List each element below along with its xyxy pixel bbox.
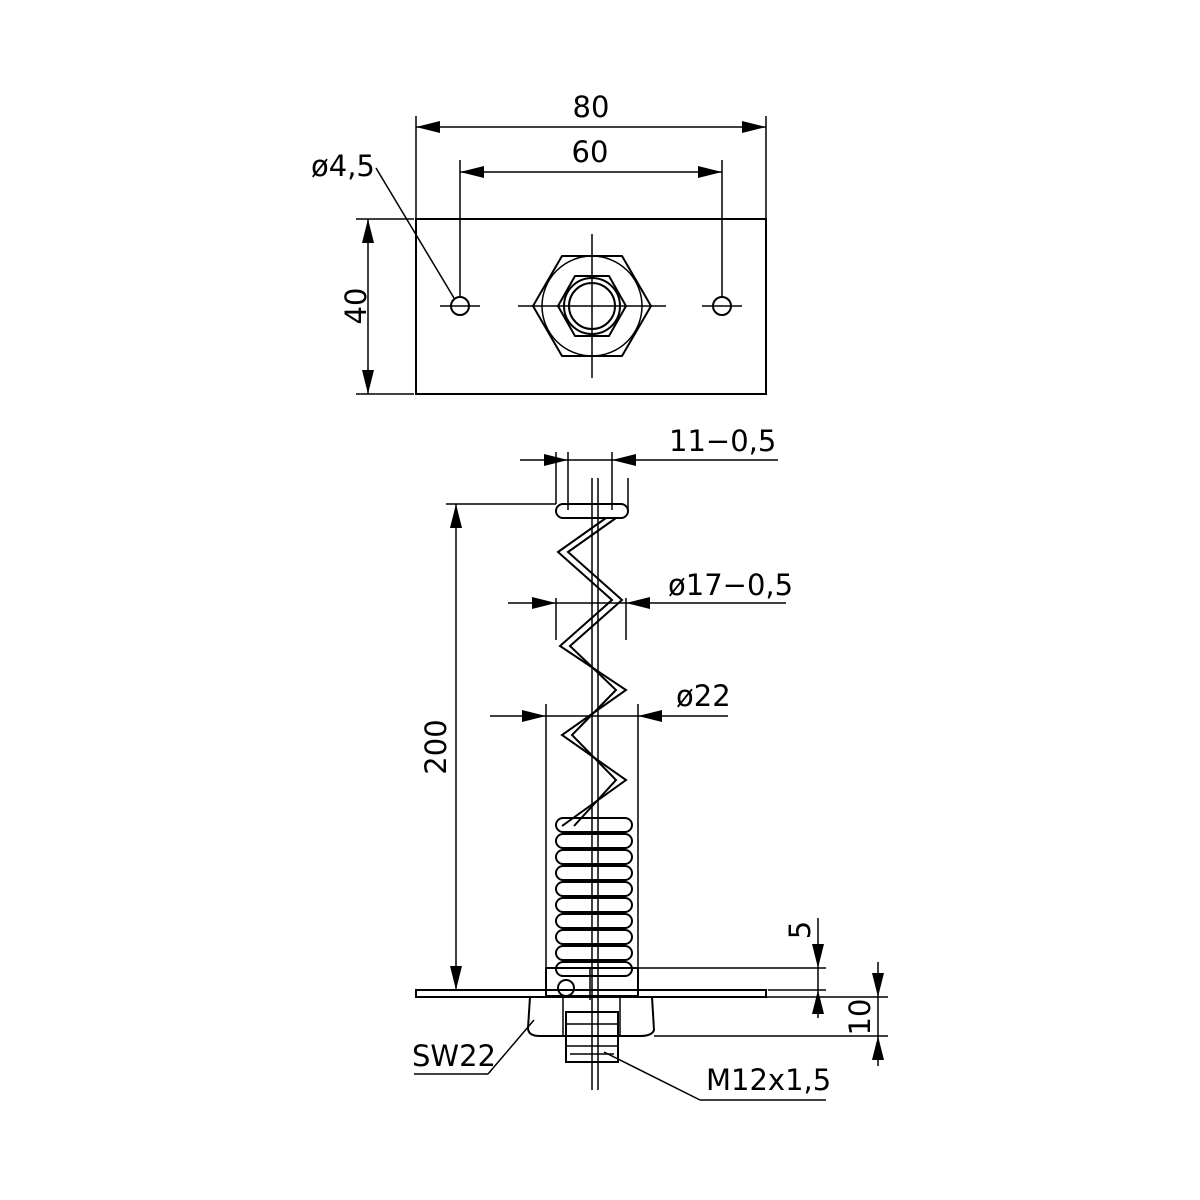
side-view: 11−0,5 ø17−0,5 ø22 200 5 10 xyxy=(412,424,888,1101)
spring-top-loop xyxy=(555,503,629,519)
dim-wire-width-label: 11−0,5 xyxy=(669,424,776,458)
plate-outline xyxy=(415,218,767,395)
wrench-size-label: SW22 xyxy=(412,1039,496,1073)
dim-width-label: 80 xyxy=(573,90,610,124)
dim-nut-label: 10 xyxy=(843,999,877,1036)
spring-coils xyxy=(555,817,633,997)
dim-height-label: 40 xyxy=(339,288,373,325)
dim-length-label: 200 xyxy=(419,719,453,774)
threaded-stud xyxy=(565,1011,619,1063)
dim-spring-inner-label: ø17−0,5 xyxy=(668,568,793,602)
dim-plate-label: 5 xyxy=(783,921,817,939)
spring-zigzag xyxy=(556,517,628,827)
top-view: 80 60 ø4,5 40 xyxy=(311,90,767,395)
dim-hole-spacing-label: 60 xyxy=(572,135,609,169)
dim-hole-diameter-label: ø4,5 xyxy=(311,149,375,183)
nut-side xyxy=(526,996,656,1037)
thread-size-label: M12x1,5 xyxy=(706,1063,831,1097)
dim-spring-outer-label: ø22 xyxy=(676,679,731,713)
